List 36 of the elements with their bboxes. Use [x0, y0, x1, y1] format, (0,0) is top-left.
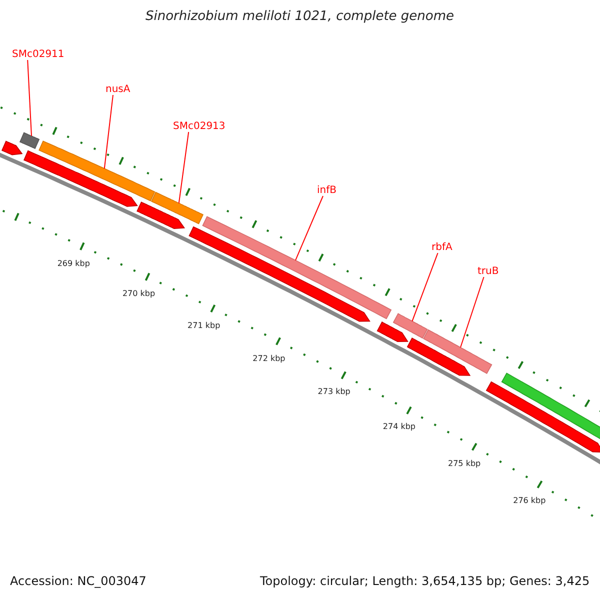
- gene-bar: [422, 329, 492, 374]
- scale-label: 271 kbp: [188, 322, 220, 331]
- scale-label: 269 kbp: [57, 260, 90, 269]
- gene-label: rbfA: [432, 242, 452, 253]
- gene-feature: [188, 226, 370, 322]
- gene-bar: [202, 216, 392, 320]
- gene-label: truB: [478, 266, 499, 277]
- gene-feature: [376, 321, 408, 342]
- title: Sinorhizobium meliloti 1021, complete genome: [146, 10, 454, 24]
- scale-label: 274 kbp: [382, 423, 416, 432]
- gene-bar: [150, 192, 204, 224]
- gene-label: nusA: [106, 84, 130, 95]
- scale-label: 272 kbp: [252, 354, 286, 364]
- gene-feature: [136, 202, 186, 229]
- genome-info-text: Topology: circular; Length: 3,654,135 bp; Genes: 3,425: [260, 575, 590, 588]
- leader-line: [295, 196, 324, 261]
- leader-line: [104, 94, 114, 170]
- scale-label: 270 kbp: [122, 290, 156, 300]
- scale-label: 275 kbp: [448, 460, 481, 468]
- leader-line: [27, 60, 32, 136]
- leader-line: [412, 252, 438, 322]
- leader-line: [178, 132, 190, 204]
- gene-label: SMc02913: [173, 121, 226, 132]
- gene-label: infB: [317, 185, 336, 196]
- leader-line: [460, 276, 484, 348]
- gene-label: SMc02911: [12, 49, 64, 60]
- gene-feature: [23, 150, 138, 207]
- scale-label: 276 kbp: [513, 497, 546, 506]
- gene-feature: [2, 140, 23, 156]
- gene-feature: [486, 381, 600, 453]
- gene-bar: [19, 132, 40, 150]
- scale-label: 273 kbp: [318, 388, 350, 398]
- accession-text: Accession: NC_003047: [10, 575, 146, 588]
- gene-bar: [38, 140, 156, 202]
- gene-feature: [406, 338, 471, 376]
- gene-bar: [392, 313, 428, 339]
